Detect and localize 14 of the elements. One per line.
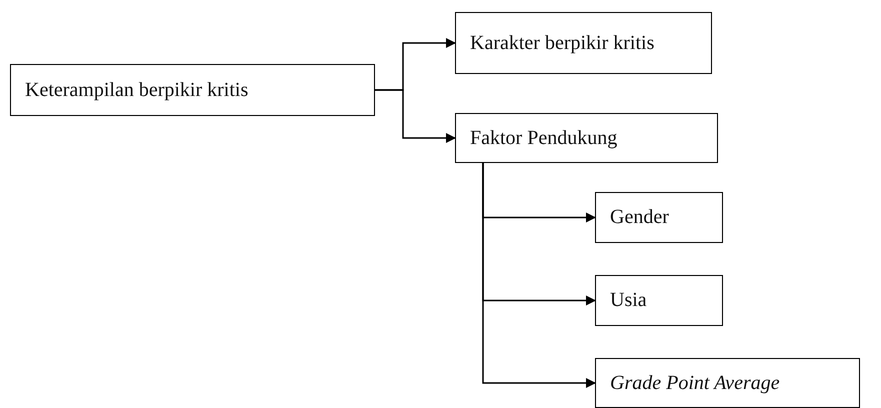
box-label: Usia [610, 289, 647, 312]
box-label: Keterampilan berpikir kritis [25, 78, 248, 102]
process-box [10, 64, 375, 116]
box-label: Gender [610, 206, 669, 229]
process-box [455, 12, 712, 74]
process-box [595, 192, 723, 243]
box-label: Grade Point Average [610, 372, 780, 394]
process-box [595, 358, 860, 408]
box-label: Faktor Pendukung [470, 126, 618, 150]
box-label: Karakter berpikir kritis [470, 32, 654, 54]
process-box [595, 275, 723, 326]
arrow [375, 89, 456, 143]
arrow [482, 163, 596, 388]
process-box [455, 113, 718, 163]
